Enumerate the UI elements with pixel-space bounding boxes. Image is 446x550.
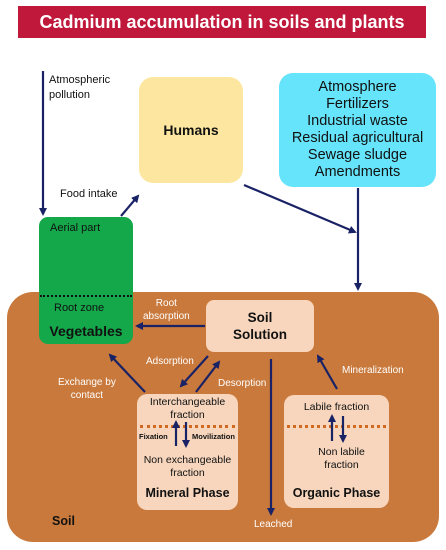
non-exchangeable-fraction-label: Non exchangeable fraction: [143, 454, 232, 479]
vegetables-box: [39, 217, 133, 344]
adsorption-label: Adsorption: [146, 356, 194, 367]
title-banner: Cadmium accumulation in soils and plants: [18, 6, 426, 38]
leached-label: Leached: [254, 519, 293, 530]
interchangeable-fraction-label: Interchangeable fraction: [149, 396, 226, 421]
labile-fraction-label: Labile fraction: [303, 401, 370, 413]
source-item: Industrial waste: [307, 113, 408, 129]
desorption-label: Desorption: [218, 378, 267, 389]
humans-box: Humans: [139, 77, 243, 183]
soil-solution-label-1: Soil: [247, 310, 273, 325]
soil-label: Soil: [52, 514, 75, 528]
root-absorption-label: Root absorption: [143, 298, 190, 322]
arrow-exchange-by-contact: [108, 353, 146, 393]
vegetables-label: Vegetables: [49, 323, 123, 339]
source-item: Fertilizers: [326, 96, 389, 112]
exchange-by-contact-label: Exchange by contact: [58, 377, 116, 401]
source-item: Sewage sludge: [307, 147, 408, 163]
soil-solution-label-2: Solution: [233, 327, 287, 342]
arrow-humans-to-soil: [243, 183, 357, 234]
food-intake-label: Food intake: [60, 188, 118, 200]
arrow-mineralization: [317, 354, 338, 390]
source-item: Amendments: [314, 164, 401, 180]
organic-phase-box: [284, 395, 389, 508]
arrow-desorption: [195, 360, 221, 393]
atmospheric-pollution-label: Atmospheric pollution: [49, 74, 111, 101]
organic-divider: [287, 425, 386, 428]
sources-box: Atmosphere Fertilizers Industrial waste …: [279, 73, 436, 187]
arrow-vegetables-to-humans: [120, 194, 140, 217]
mineralization-label: Mineralization: [342, 365, 404, 376]
mineral-phase-box: [137, 394, 238, 510]
source-item: Residual agricultural: [291, 130, 424, 146]
root-zone-label: Root zone: [54, 302, 105, 314]
source-item: Atmosphere: [318, 79, 397, 95]
diagram-title: Cadmium accumulation in soils and plants: [39, 11, 405, 32]
aerial-part-label: Aerial part: [50, 222, 101, 234]
fixation-label: Fixation: [139, 432, 168, 441]
non-labile-fraction-label: Non labile fraction: [318, 446, 365, 471]
organic-phase-label: Organic Phase: [292, 486, 381, 500]
mineral-phase-label: Mineral Phase: [145, 486, 230, 500]
soil-solution-box: Soil Solution: [206, 300, 314, 352]
arrow-adsorption: [179, 355, 209, 388]
humans-label: Humans: [163, 122, 219, 138]
root-zone-divider: [40, 295, 132, 297]
mineral-divider: [140, 425, 235, 428]
movilization-label: Movilization: [192, 432, 235, 441]
